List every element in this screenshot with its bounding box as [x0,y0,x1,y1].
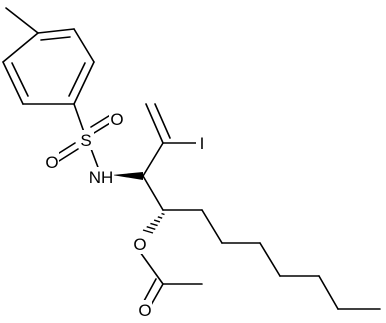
ring-bond [73,28,95,63]
chain-bond [142,142,164,177]
sulfonyl-oxygen-label: O [110,110,123,129]
carbon-chain [112,103,381,310]
vinyl-double-bond [154,103,171,139]
heptyl-bond [259,242,281,277]
heptyl-bond [318,275,339,310]
ring-bond [2,61,24,105]
ring-double-bond [40,36,71,41]
nitrogen-wedge-bond [112,172,143,180]
ester-oxygen-label: O [133,235,146,254]
sulfur-oxygen-double-bond [58,148,79,162]
ring-to-sulfur-bond [73,103,86,136]
heptyl-bond [201,209,223,244]
ester-bond [139,251,164,285]
vinyl-double-bond [145,103,164,144]
carbonyl-double-bond [143,278,157,302]
sulfonyl-oxygen-label: O [45,153,58,172]
ring-bond [37,28,75,34]
chain-bond [142,175,164,211]
ring-bond [2,32,39,63]
iodine-label: I [200,134,205,153]
carbonyl-double-bond [150,283,164,306]
tolyl-group [2,7,95,105]
sulfur-oxygen-double-bond [55,142,76,156]
ring-double-bond [11,62,29,97]
ring-bond [73,61,95,105]
amine-label: NH [89,168,114,187]
ring-double-bond [68,62,86,97]
sulfur-label: S [80,131,91,150]
carbonyl-oxygen-label: O [138,301,151,320]
sulfur-oxygen-double-bond [90,113,113,128]
atom-labels: S O O NH I O O [44,109,208,320]
acetate-group [139,212,203,306]
oxygen-hash-bond [142,212,165,234]
methyl-bond [5,7,39,34]
